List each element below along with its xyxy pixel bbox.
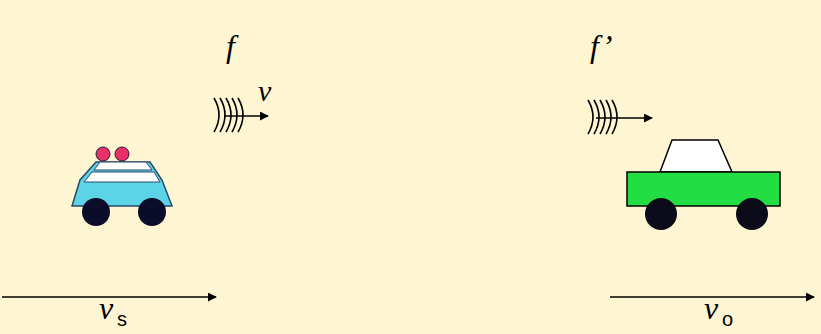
wave-speed: v — [258, 76, 271, 106]
observer-car — [627, 140, 780, 230]
emitted-frequency: f — [226, 30, 235, 62]
velocity-symbol: v — [704, 292, 718, 324]
velocity-symbol: v — [99, 292, 113, 324]
source-car — [72, 147, 172, 226]
observer-waves — [588, 100, 652, 134]
velocity-subscript: o — [722, 309, 733, 329]
velocity-subscript: s — [117, 309, 127, 329]
observed-frequency: f’ — [590, 30, 612, 62]
